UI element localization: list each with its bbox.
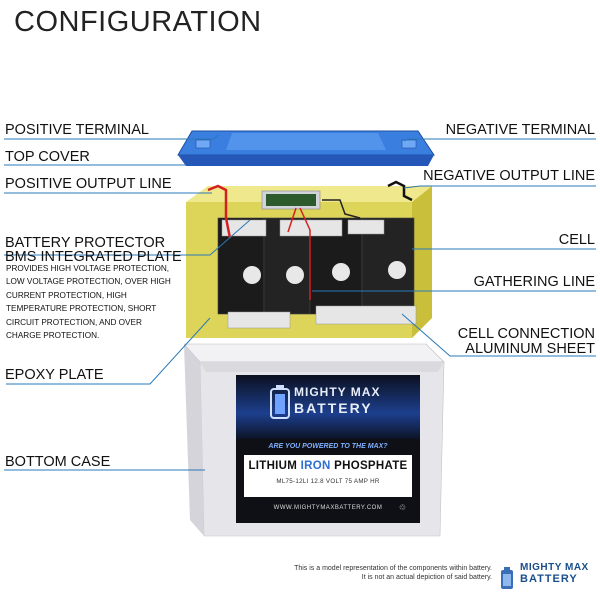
footer-logo-line1: MIGHTY MAX <box>520 562 589 573</box>
product-spec: ML75-12LI 12.8 VOLT 75 AMP HR <box>276 478 380 485</box>
page-title: CONFIGURATION <box>14 6 262 38</box>
label-top-cover: TOP COVER <box>5 149 90 165</box>
label-negative-terminal: NEGATIVE TERMINAL <box>445 122 595 138</box>
label-epoxy-plate: EPOXY PLATE <box>5 367 104 383</box>
label-battery-protector: BATTERY PROTECTOR <box>5 235 166 251</box>
chem-lithium: LITHIUM <box>248 460 301 472</box>
label-positive-terminal: POSITIVE TERMINAL <box>5 122 149 138</box>
product-chem-box: LITHIUM IRON PHOSPHATE ML75-12LI 12.8 VO… <box>244 455 412 497</box>
top-cover-illustration <box>177 130 435 166</box>
label-bottom-case: BOTTOM CASE <box>5 454 111 470</box>
protector-description-line: LOW VOLTAGE PROTECTION, OVER HIGH <box>6 277 171 287</box>
inner-case-illustration <box>186 180 432 338</box>
label-cell-connection: CELL CONNECTION <box>457 326 595 342</box>
leader-lines <box>4 134 596 471</box>
label-positive-output-line: POSITIVE OUTPUT LINE <box>5 176 172 192</box>
product-tagline: ARE YOU POWERED TO THE MAX? <box>268 443 388 450</box>
product-label: MIGHTY MAX BATTERY ARE YOU POWERED TO TH… <box>236 375 420 523</box>
label-aluminum-sheet: ALUMINUM SHEET <box>465 341 595 357</box>
battery-logo-icon <box>270 385 290 419</box>
footer-line1: This is a model representation of the co… <box>294 565 492 572</box>
chem-iron: IRON <box>300 460 331 472</box>
footer-disclaimer: This is a model representation of the co… <box>294 565 492 582</box>
protector-description-line: CHARGE PROTECTION. <box>6 331 100 341</box>
product-chemistry: LITHIUM IRON PHOSPHATE <box>244 460 412 472</box>
product-brand-line1: MIGHTY MAX <box>294 385 381 399</box>
footer-line2: It is not an actual depiction of said ba… <box>361 573 492 581</box>
product-url: WWW.MIGHTYMAXBATTERY.COM <box>273 505 383 511</box>
chem-phosphate: PHOSPHATE <box>330 460 408 472</box>
protector-description-line: PROVIDES HIGH VOLTAGE PROTECTION, <box>6 264 170 273</box>
label-negative-output-line: NEGATIVE OUTPUT LINE <box>423 168 595 184</box>
product-label-band <box>236 375 420 439</box>
protector-description-line: CIRCUIT PROTECTION, AND OVER <box>6 317 142 327</box>
label-bms-integrated-plate: BMS INTEGRATED PLATE <box>5 249 182 265</box>
protector-description-line: CURRENT PROTECTION, HIGH <box>6 290 127 300</box>
footer-logo-line2: BATTERY <box>520 573 578 585</box>
protector-description: PROVIDES HIGH VOLTAGE PROTECTION, LOW VO… <box>6 262 176 342</box>
label-gathering-line: GATHERING LINE <box>473 274 595 290</box>
protector-description-line: TEMPERATURE PROTECTION, SHORT <box>6 304 157 314</box>
product-brand-line2: BATTERY <box>294 400 373 416</box>
recycle-icon: ♲ <box>398 503 406 512</box>
footer-logo-icon <box>501 567 513 589</box>
label-cell: CELL <box>558 232 595 248</box>
footer-logo: MIGHTY MAX BATTERY <box>496 560 596 590</box>
